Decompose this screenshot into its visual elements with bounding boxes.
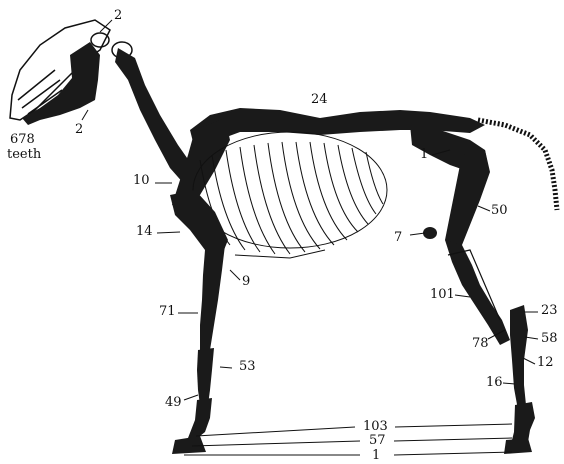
label-skull-top: 2 (114, 9, 122, 23)
fore-pastern (188, 398, 212, 440)
label-femur: 50 (491, 204, 508, 218)
label-forearm: 9 (242, 275, 250, 289)
ground-lines (184, 424, 512, 455)
label-ground-57: 57 (369, 434, 386, 448)
label-hind-23: 23 (541, 304, 558, 318)
stifle (423, 227, 437, 239)
label-ground-1: 1 (372, 449, 380, 463)
hind-cannon (510, 305, 528, 410)
label-hock: 7 (394, 231, 402, 245)
label-fore-fetlock: 53 (239, 360, 256, 374)
humerus (170, 190, 228, 255)
label-hind-12: 12 (537, 356, 554, 370)
label-shoulder: 10 (133, 174, 150, 188)
label-pelvis: 1 (420, 148, 428, 162)
label-fore-cannon: 71 (159, 305, 176, 319)
label-hind-78: 78 (472, 337, 489, 351)
label-hind-58: 58 (541, 332, 558, 346)
forearm (200, 245, 225, 350)
label-fore-pastern: 49 (165, 396, 182, 410)
label-spine: 24 (311, 93, 328, 107)
tail (478, 120, 557, 210)
label-ground-103: 103 (363, 420, 388, 434)
label-teeth-word: teeth (7, 148, 41, 162)
label-elbow: 14 (136, 225, 153, 239)
label-hind-16: 16 (486, 376, 503, 390)
label-teeth-count: 678 (10, 133, 35, 147)
label-cannon-hind: 101 (430, 288, 455, 302)
fore-cannon (197, 348, 214, 405)
fore-hoof (172, 436, 206, 454)
label-jaw: 2 (75, 123, 83, 137)
